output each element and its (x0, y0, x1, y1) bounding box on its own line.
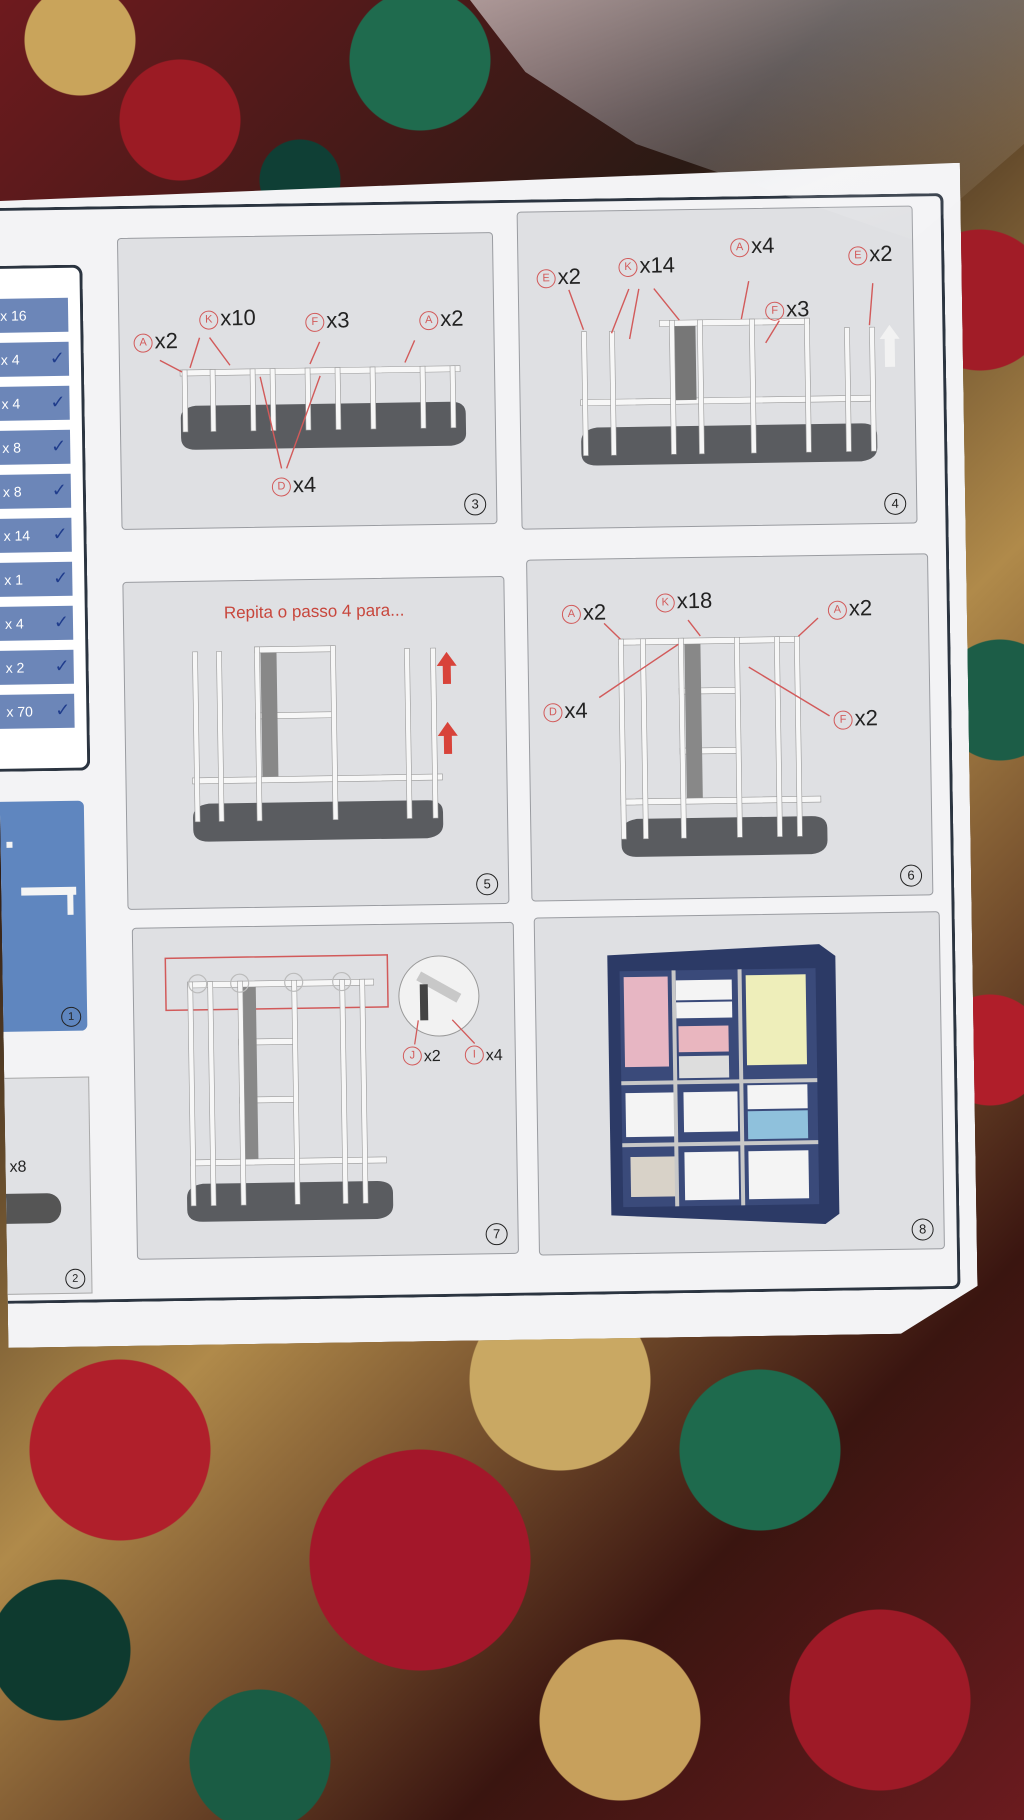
checkmark-icon: ✓ (49, 347, 65, 369)
shelf-illustration (0, 801, 87, 1032)
checkmark-icon: ✓ (50, 391, 66, 413)
part-row: x 8✓ (0, 430, 70, 465)
checkmark-icon: ✓ (51, 479, 68, 501)
part-row: x 16 (0, 298, 68, 333)
step-1-panel: 1 (0, 801, 87, 1032)
checkmark-icon: ✓ (54, 655, 70, 677)
part-row: x 8✓ (0, 474, 71, 509)
frame-illustration (518, 207, 917, 529)
step-8-panel: 8 (534, 911, 945, 1255)
part-row: x 70✓ (0, 694, 75, 729)
frame-illustration (123, 577, 508, 909)
parts-list: x 16 x 4✓ x 4✓ x 8✓ x 8✓ x 14✓ x 1✓ x 4✓… (0, 265, 90, 772)
step-number: 2 (65, 1269, 85, 1289)
part-row: x 4✓ (0, 342, 69, 377)
checkmark-icon: ✓ (50, 435, 67, 457)
frame-illustration (118, 233, 497, 529)
frame-illustration (133, 923, 518, 1259)
part-row: x 4✓ (0, 386, 70, 421)
finished-wardrobe-illustration (535, 912, 944, 1254)
part-row: x 14✓ (0, 518, 72, 553)
part-qty-label: x8 (9, 1158, 27, 1176)
instruction-sheet: x 16 x 4✓ x 4✓ x 8✓ x 8✓ x 14✓ x 1✓ x 4✓… (0, 163, 978, 1348)
part-row: x 4✓ (0, 606, 73, 641)
base-shelf-illustration (6, 1193, 61, 1224)
frame-illustration (527, 554, 932, 900)
step-2-panel: x8 2 (4, 1077, 92, 1295)
part-row: x 1✓ (0, 562, 73, 597)
part-row: x 2✓ (0, 650, 74, 685)
step-5-panel: Repita o passo 4 para... 5 (122, 576, 509, 910)
checkmark-icon: ✓ (53, 567, 69, 589)
checkmark-icon: ✓ (52, 523, 68, 545)
checkmark-icon: ✓ (55, 699, 71, 721)
checkmark-icon: ✓ (53, 611, 70, 633)
